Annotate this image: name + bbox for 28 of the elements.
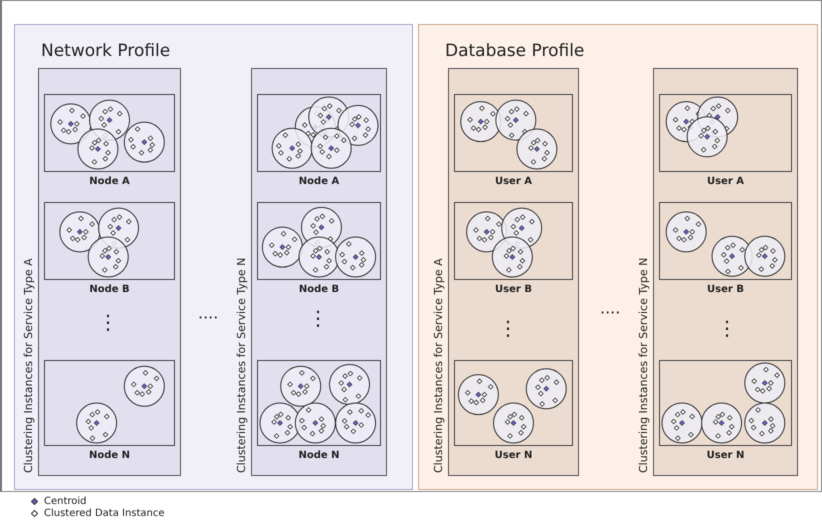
box-label: Node B: [88, 284, 131, 295]
box-label: User A: [494, 176, 533, 187]
ellipsis-mark: ⋮: [717, 318, 737, 338]
ellipsis-mark: ⋮: [308, 308, 328, 328]
box-label: User N: [494, 450, 534, 461]
panel-title: Network Profile: [41, 41, 170, 61]
panel-title: Database Profile: [445, 41, 584, 61]
ellipsis-mark: ⋮: [98, 312, 118, 332]
legend-text: Clustered Data Instance: [44, 508, 165, 519]
legend-text: Centroid: [44, 496, 87, 507]
box-label: Node N: [297, 450, 341, 461]
column-label: Clustering Instances for Service Type A: [22, 258, 35, 473]
ellipsis-mark: ····: [600, 305, 620, 321]
box-label: Node A: [88, 176, 131, 187]
column-label: Clustering Instances for Service Type N: [235, 258, 248, 473]
ellipsis-mark: ⋮: [498, 318, 518, 338]
box-label: User B: [706, 284, 745, 295]
box-label: User A: [706, 176, 745, 187]
box-label: User N: [706, 450, 746, 461]
column-label: Clustering Instances for Service Type N: [637, 258, 650, 473]
box-label: User B: [494, 284, 533, 295]
box-label: Node N: [88, 450, 132, 461]
box-label: Node A: [298, 176, 340, 187]
box-label: Node B: [298, 284, 340, 295]
profile-panel: [418, 24, 818, 490]
column-label: Clustering Instances for Service Type A: [432, 258, 445, 473]
ellipsis-mark: ····: [198, 310, 218, 326]
profile-panel: [14, 24, 413, 490]
